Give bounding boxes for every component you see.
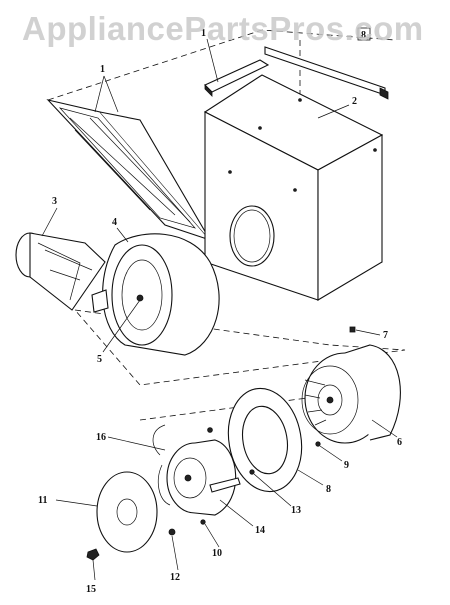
watermark-text: AppliancePartsPros.com [22, 10, 424, 47]
callout-4: 4 [112, 217, 117, 228]
callout-1-top: 1 [201, 28, 206, 39]
blower-motor [152, 424, 241, 516]
callout-1: 1 [100, 64, 105, 75]
mounting-ring [227, 387, 303, 493]
callout-13: 13 [291, 505, 301, 516]
blower-housing [91, 233, 220, 356]
top-rails [204, 46, 389, 100]
filter-panels [46, 99, 212, 242]
callout-labels: 1 2 3 4 5 6 7 8 9 10 11 12 13 14 15 16 1… [38, 27, 402, 595]
motor-plate [96, 471, 158, 553]
callout-16: 16 [96, 432, 106, 443]
callout-14: 14 [255, 525, 265, 536]
hardware [86, 326, 356, 561]
callout-11: 11 [38, 495, 47, 506]
callout-5: 5 [97, 354, 102, 365]
callout-8: 8 [326, 484, 331, 495]
callout-6: 6 [397, 437, 402, 448]
callout-9: 9 [344, 460, 349, 471]
blower-wheel [301, 344, 401, 444]
callout-8-top: 8 [361, 30, 366, 41]
callout-12: 12 [170, 572, 180, 583]
callout-3: 3 [52, 196, 57, 207]
blower-cabinet [203, 74, 384, 301]
callout-2: 2 [352, 96, 357, 107]
leader-lines [41, 38, 398, 581]
callout-8-box [357, 27, 371, 41]
callout-15: 15 [86, 584, 96, 595]
transition-duct [15, 232, 106, 311]
callout-7: 7 [383, 330, 388, 341]
callout-10: 10 [212, 548, 222, 559]
